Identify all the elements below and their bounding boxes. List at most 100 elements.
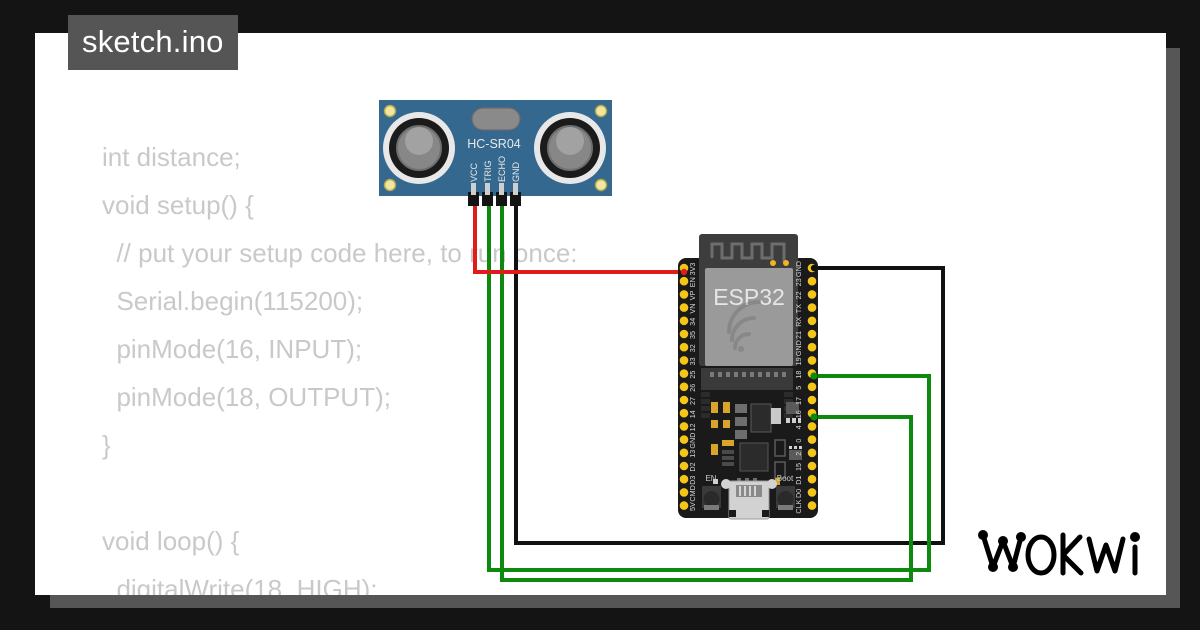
esp32-pin-RX[interactable] — [807, 316, 817, 326]
en-button[interactable] — [702, 486, 721, 510]
esp32-pin-33[interactable] — [679, 356, 689, 365]
esp32-pin-D0[interactable] — [807, 488, 817, 497]
esp32-pin-label-GND: GND — [794, 261, 803, 277]
esp32-pin-32[interactable] — [679, 342, 689, 352]
esp32-pin-23[interactable] — [807, 276, 817, 286]
esp32-pin-25[interactable] — [679, 369, 689, 378]
sensor-label: HC-SR04 — [467, 137, 521, 151]
gnd-wire[interactable] — [514, 205, 945, 545]
esp32-pin-27[interactable] — [679, 395, 689, 405]
esp32-pin-label-19: 19 — [794, 357, 803, 365]
esp32-pin-35[interactable] — [679, 329, 689, 339]
esp32-pin-label-12: 12 — [688, 423, 697, 431]
esp32-pin-label-16: 16 — [794, 410, 803, 418]
esp32-pin-17[interactable] — [807, 395, 817, 405]
esp32-pin-D1[interactable] — [807, 474, 817, 484]
esp32-pin-label-D3: D3 — [688, 476, 697, 485]
esp32-pin-label-2: 2 — [794, 452, 803, 456]
esp32-pin-D2[interactable] — [679, 461, 689, 471]
esp32-pin-label-VP: VP — [688, 290, 697, 300]
esp32-pin-label-GND: GND — [688, 433, 697, 449]
esp32-pin-EN[interactable] — [679, 276, 689, 286]
esp32-pin-label-22: 22 — [794, 291, 803, 299]
boot-button-label: Boot — [777, 474, 794, 483]
esp32-pin-label-14: 14 — [688, 410, 697, 418]
esp32-label: ESP32 — [713, 284, 785, 310]
esp32-pin-label-15: 15 — [794, 463, 803, 471]
svg-text:ECHO: ECHO — [497, 156, 507, 182]
esp32-pin-label-GND: GND — [794, 340, 803, 356]
wire-group — [473, 205, 945, 582]
esp32-pin-GND[interactable] — [679, 435, 689, 444]
file-tab-sketch-ino[interactable]: sketch.ino — [68, 15, 238, 70]
svg-text:VCC: VCC — [469, 162, 479, 182]
esp32-pin-12[interactable] — [679, 422, 689, 431]
esp32-pin-label-D2: D2 — [688, 462, 697, 471]
sensor-pin-header[interactable] — [468, 183, 521, 206]
esp32-pin-label-33: 33 — [688, 357, 697, 365]
esp32-pin-label-34: 34 — [688, 318, 697, 326]
esp32-pin-34[interactable] — [679, 316, 689, 326]
esp32-pin-22[interactable] — [807, 290, 817, 299]
esp32-pin-15[interactable] — [807, 461, 817, 471]
code-line-9: digitalWrite(18, HIGH); — [102, 574, 378, 595]
esp32-pin-5V[interactable] — [679, 501, 689, 510]
esp32-pin-2[interactable] — [807, 448, 817, 458]
esp32-pin-14[interactable] — [679, 408, 689, 418]
esp32-pin-label-CMD: CMD — [688, 485, 697, 501]
esp32-pin-label-32: 32 — [688, 344, 697, 352]
esp32-pin-21[interactable] — [807, 329, 817, 339]
code-line-5: pinMode(18, OUTPUT); — [102, 382, 391, 412]
transducer-left — [383, 112, 455, 184]
esp32-pin-13[interactable] — [679, 448, 689, 458]
esp32-pin-5[interactable] — [807, 382, 817, 392]
esp32-pin-label-D0: D0 — [794, 489, 803, 498]
esp32-pin-VN[interactable] — [679, 303, 689, 312]
esp32-pin-label-5: 5 — [794, 386, 803, 390]
esp32-pin-0[interactable] — [807, 435, 817, 444]
esp32-pin-4[interactable] — [807, 422, 817, 431]
esp32-pin-TX[interactable] — [807, 303, 817, 312]
esp32-pin-label-21: 21 — [794, 331, 803, 339]
esp32-pin-label-26: 26 — [688, 384, 697, 392]
code-line-6: } — [102, 430, 111, 460]
esp32-pin-label-EN: EN — [688, 277, 697, 287]
svg-text:TRIG: TRIG — [483, 161, 493, 183]
esp32-pin-label-13: 13 — [688, 450, 697, 458]
esp32-pin-label-17: 17 — [794, 397, 803, 405]
en-button-label: EN — [705, 474, 716, 483]
file-tab-label: sketch.ino — [82, 24, 224, 59]
esp32-pin-VP[interactable] — [679, 290, 689, 299]
svg-text:GND: GND — [511, 162, 521, 183]
esp32-pin-label-VN: VN — [688, 304, 697, 314]
code-line-3: Serial.begin(115200); — [102, 286, 364, 316]
esp32-pin-label-3V3: 3V3 — [688, 263, 697, 276]
wokwi-logo[interactable] — [975, 525, 1145, 585]
hc-sr04-sensor[interactable]: HC-SR04 VCC TRIG ECHO GND — [379, 100, 612, 206]
vcc-wire[interactable] — [473, 205, 684, 274]
esp32-pin-CMD[interactable] — [679, 488, 689, 497]
esp32-pin-GND[interactable] — [807, 342, 817, 352]
trig-wire[interactable] — [487, 205, 931, 572]
boot-button[interactable] — [776, 486, 795, 510]
esp32-pin-19[interactable] — [807, 356, 817, 365]
castellation-pads — [701, 368, 793, 418]
esp32-pin-label-D1: D1 — [794, 476, 803, 485]
esp32-pin-label-27: 27 — [688, 397, 697, 405]
echo-wire[interactable] — [500, 205, 913, 582]
board-components — [711, 402, 802, 488]
esp32-pin-26[interactable] — [679, 382, 689, 392]
code-line-1: void setup() { — [102, 190, 254, 220]
code-line-4: pinMode(16, INPUT); — [102, 334, 363, 364]
esp32-pin-CLK[interactable] — [807, 501, 817, 510]
esp32-pin-label-5V: 5V — [688, 502, 697, 511]
esp32-pin-label-18: 18 — [794, 371, 803, 379]
esp32-pin-label-0: 0 — [794, 439, 803, 443]
esp32-pin-label-TX: TX — [794, 304, 803, 313]
esp32-pin-D3[interactable] — [679, 474, 689, 484]
esp32-board[interactable]: ESP32 — [678, 234, 818, 520]
code-line-0: int distance; — [102, 142, 241, 172]
esp32-pin-label-35: 35 — [688, 331, 697, 339]
crystal-can — [471, 107, 521, 131]
